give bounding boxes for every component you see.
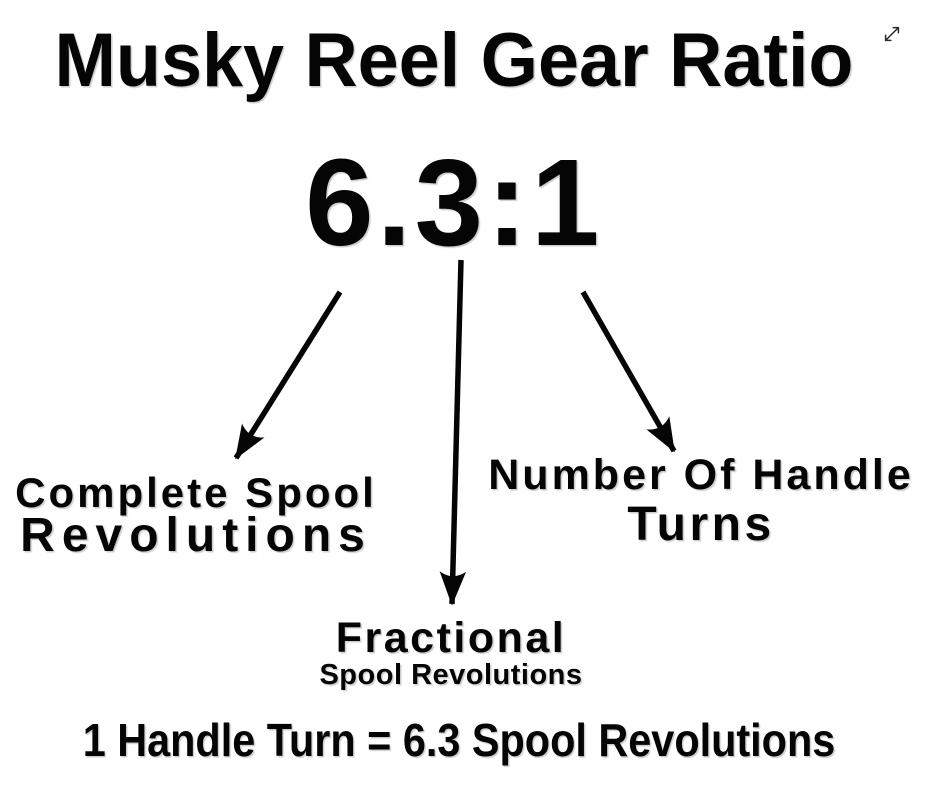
- arrow-to-number-of-handle-turns: [580, 290, 677, 453]
- diagram-title: Musky Reel Gear Ratio: [54, 18, 854, 103]
- label-handle-turns-line2: Turns: [627, 498, 775, 551]
- gear-ratio-value: 6.3:1: [305, 135, 603, 272]
- label-handle-turns-line1: Number Of Handle: [488, 451, 914, 499]
- label-number-of-handle-turns: Number Of Handle Turns: [486, 454, 916, 549]
- label-fractional-line2: Spool Revolutions: [319, 659, 583, 691]
- expand-diagonal-icon[interactable]: [880, 22, 904, 46]
- expand-icon-glyph: [884, 26, 900, 42]
- label-fractional-spool-revolutions: Fractional Spool Revolutions: [271, 617, 631, 690]
- label-fractional-line1: Fractional: [335, 614, 567, 662]
- arrow-to-complete-spool-revolutions: [233, 290, 343, 460]
- label-complete-spool-revolutions: Complete Spool Revolutions: [0, 472, 392, 560]
- label-complete-spool-line2: Revolutions: [20, 509, 372, 562]
- footnote: 1 Handle Turn = 6.3 Spool Revolutions: [82, 714, 836, 766]
- label-complete-spool-line1: Complete Spool: [15, 469, 377, 516]
- arrow-to-fractional-spool-revolutions: [439, 259, 467, 606]
